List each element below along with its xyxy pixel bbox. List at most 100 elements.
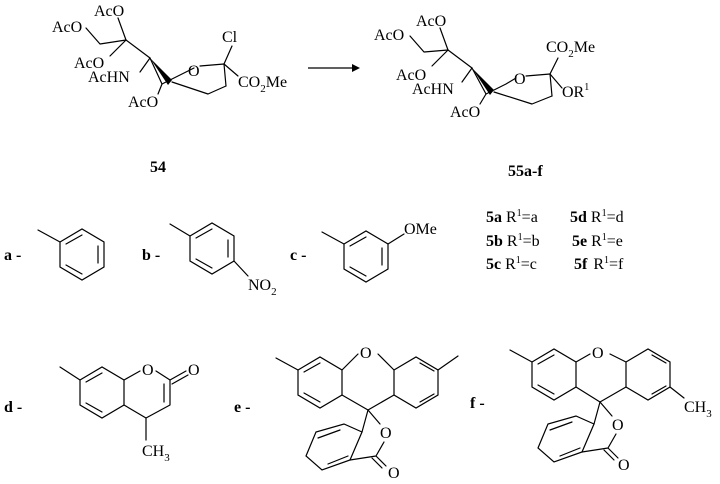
compound-54-id: 54: [150, 159, 166, 176]
substituent-e-label: e -: [234, 399, 250, 416]
double-bonds: [85, 372, 103, 413]
aco-mid-label: AcO: [74, 55, 104, 72]
xanthene-oxygen-label: O: [360, 345, 372, 362]
co2me-label: CO2Me: [546, 39, 595, 60]
substituent-b-label: b -: [142, 247, 160, 264]
benzo-ring: [305, 423, 363, 471]
substituent-c-label: c -: [290, 247, 306, 264]
bond: [409, 35, 449, 53]
lactone-oxygen-label: O: [612, 417, 624, 434]
bond: [199, 63, 227, 87]
nitro-label: NO2: [248, 277, 277, 298]
substituent-c: c - OMe: [290, 221, 437, 283]
double-bonds: [303, 362, 321, 403]
bond: [447, 49, 473, 69]
lactone-bonds: [581, 433, 619, 461]
bond: [125, 39, 151, 59]
wedge-bond: [472, 68, 494, 95]
bond: [321, 231, 345, 245]
methoxy-label: OMe: [404, 221, 437, 238]
lactone-carbonyl-label: O: [388, 465, 400, 482]
bond: [549, 73, 563, 89]
lactone-carbonyl-label: O: [618, 457, 630, 474]
ring-oxygen-label: O: [188, 63, 200, 80]
bond: [669, 386, 685, 399]
benzene-ring: [343, 230, 389, 283]
aco-upper-label: AcO: [374, 27, 404, 44]
bond: [431, 49, 449, 67]
bond: [139, 57, 151, 73]
aco-upper-label: AcO: [52, 19, 82, 36]
bond: [233, 260, 249, 277]
xanthene-right-ring: [393, 356, 439, 409]
compound-54: AcO AcO AcO AcHN AcO O Cl CO2Me: [52, 3, 287, 111]
bond: [341, 353, 395, 371]
double-bonds: [317, 429, 349, 465]
bond: [149, 57, 195, 85]
bond: [123, 370, 141, 381]
bond: [525, 73, 553, 97]
bond: [493, 91, 553, 105]
methyl-label: CH3: [684, 399, 712, 420]
bond: [437, 355, 459, 371]
xanthene-left-ring: [297, 356, 343, 409]
aco-mid-label: AcO: [396, 67, 426, 84]
benzene-ring: [59, 228, 105, 281]
bond: [387, 233, 405, 245]
aco-low-label: AcO: [128, 94, 158, 111]
aco-low-label: AcO: [450, 104, 480, 121]
bond: [439, 27, 449, 51]
wedge-bond: [150, 58, 172, 85]
bond: [171, 81, 227, 95]
substituent-a: a -: [4, 228, 105, 281]
reaction-arrow: [308, 64, 360, 72]
aco-top-label: AcO: [416, 13, 446, 30]
bond: [117, 17, 127, 41]
bond: [37, 229, 61, 243]
bond: [367, 409, 381, 425]
bond: [85, 27, 127, 45]
co2me-label: CO2Me: [238, 74, 287, 95]
double-bonds: [349, 236, 383, 277]
bond: [471, 67, 517, 95]
substituent-e: e - O O O: [234, 345, 459, 482]
substituent-f: f - O CH3 O O: [470, 345, 712, 474]
or1-label: OR1: [562, 82, 589, 101]
achn-label: AcHN: [88, 69, 130, 86]
substituent-d-label: d -: [4, 399, 22, 416]
lactone-bonds: [349, 441, 387, 469]
double-bonds: [549, 421, 581, 457]
bond: [109, 39, 127, 57]
benzo-ring: [537, 415, 595, 463]
substituent-b: b - NO2: [142, 222, 277, 298]
bond: [275, 357, 299, 371]
bond: [575, 353, 627, 363]
bond: [223, 45, 233, 65]
substituent-a-label: a -: [4, 247, 21, 264]
bond: [575, 386, 627, 403]
pyranone-ring: [123, 370, 171, 419]
bond: [361, 409, 369, 433]
compound-55: AcO AcO AcO AcHN AcO O CO2Me OR1: [374, 13, 595, 121]
double-bonds: [419, 362, 435, 403]
double-bonds: [651, 354, 667, 395]
double-bonds: [537, 354, 555, 395]
bond: [223, 63, 239, 77]
carbonyl-oxygen-label: O: [188, 362, 200, 379]
bond: [59, 366, 81, 381]
bond: [479, 93, 487, 105]
substituent-d: d - O O CH3: [4, 362, 200, 464]
chloro-label: Cl: [222, 29, 238, 46]
bond: [549, 57, 559, 75]
bond: [341, 394, 395, 411]
ring-oxygen-label: O: [142, 362, 154, 379]
bond: [593, 401, 601, 425]
bond: [599, 401, 613, 417]
double-bonds: [65, 234, 99, 275]
